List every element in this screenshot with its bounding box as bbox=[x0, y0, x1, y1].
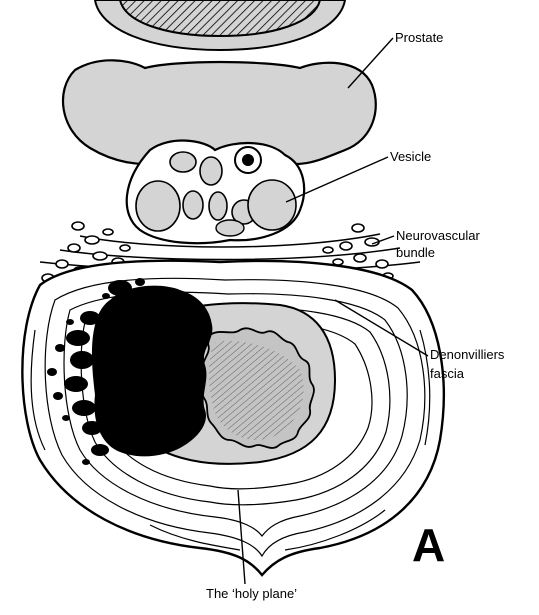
vesicle bbox=[127, 141, 304, 244]
label-holy-plane: The ‘holy plane’ bbox=[206, 586, 297, 602]
tumor bbox=[92, 286, 212, 457]
label-vesicle: Vesicle bbox=[390, 149, 431, 165]
label-prostate: Prostate bbox=[395, 30, 443, 46]
label-neurovascular-line2: bundle bbox=[396, 245, 435, 261]
label-denonvilliers-line2: fascia bbox=[430, 366, 464, 382]
panel-letter: A bbox=[412, 520, 445, 570]
bladder bbox=[95, 0, 345, 50]
label-denonvilliers-line1: Denonvilliers bbox=[430, 347, 504, 363]
label-neurovascular-line1: Neurovascular bbox=[396, 228, 480, 244]
